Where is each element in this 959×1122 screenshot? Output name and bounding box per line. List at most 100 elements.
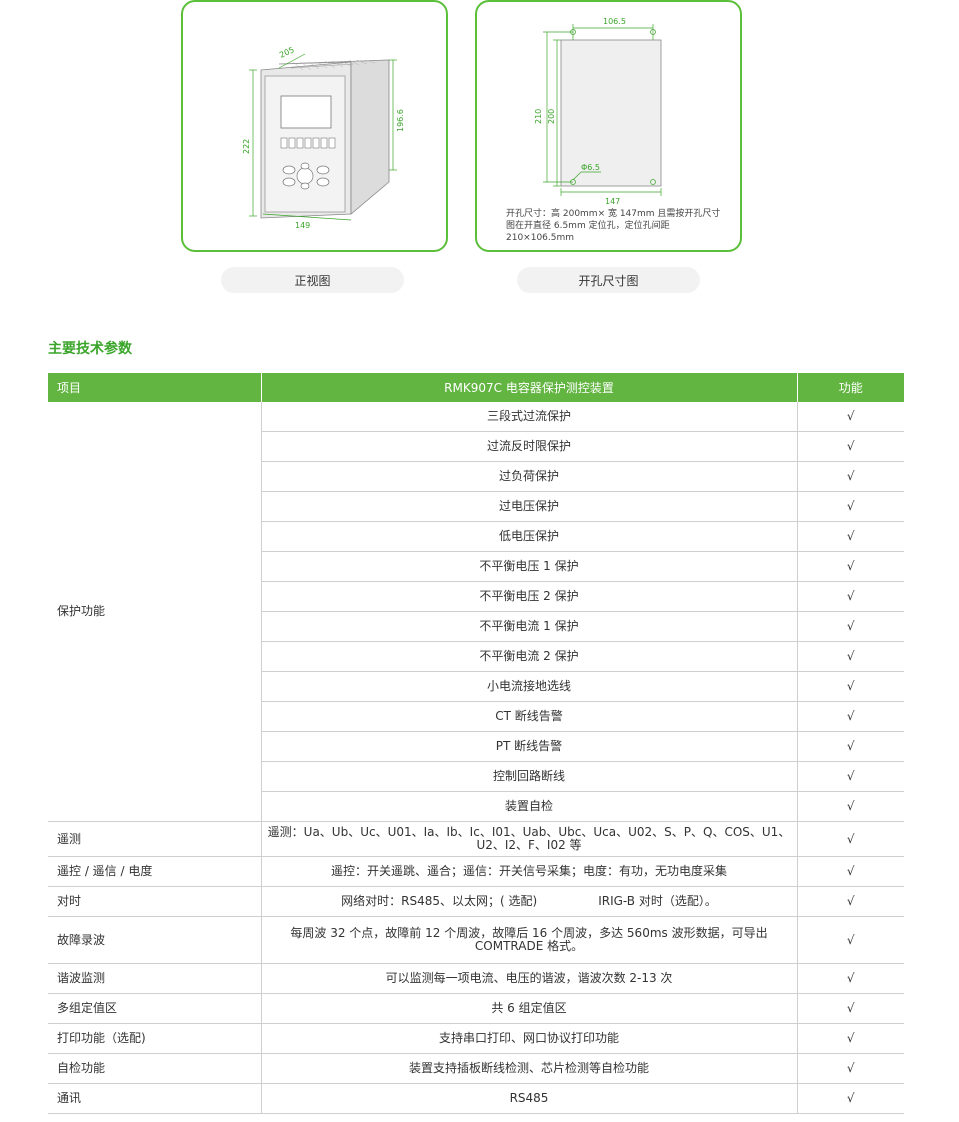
table-row: 故障录波 每周波 32 个点，故障前 12 个周波，故障后 16 个周波，多达 … [48,916,904,964]
table-header-row: 项目 RMK907C 电容器保护测控装置 功能 [48,373,904,402]
protection-item: 低电压保护 [261,521,798,552]
table-row: 装置自检√ [48,791,904,822]
table-row: 过电压保护√ [48,491,904,522]
check-mark: √ [797,856,904,887]
protection-item: 不平衡电压 1 保护 [261,551,798,582]
check-mark: √ [797,431,904,462]
table-row: 遥控 / 遥信 / 电度 遥控：开关遥跳、遥合；遥信：开关信号采集；电度：有功，… [48,856,904,887]
row-text: RS485 [261,1083,798,1114]
check-mark: √ [797,402,904,432]
row-label: 遥控 / 遥信 / 电度 [48,856,262,887]
check-mark: √ [797,701,904,732]
table-row: 不平衡电流 2 保护√ [48,641,904,672]
row-text: 共 6 组定值区 [261,993,798,1024]
check-mark: √ [797,521,904,552]
header-item: 项目 [48,373,262,402]
protection-item: 过电压保护 [261,491,798,522]
table-row: 不平衡电压 1 保护√ [48,551,904,582]
check-mark: √ [797,886,904,917]
protection-item: 不平衡电流 2 保护 [261,641,798,672]
row-label: 遥测 [48,821,262,857]
row-text: 每周波 32 个点，故障前 12 个周波，故障后 16 个周波，多达 560ms… [261,916,798,964]
row-text: 支持串口打印、网口协议打印功能 [261,1023,798,1054]
check-mark: √ [797,791,904,822]
check-mark: √ [797,551,904,582]
row-label: 故障录波 [48,916,262,964]
table-row: 通讯 RS485 √ [48,1083,904,1114]
cutout-view-card: 106.5 210 200 147 Φ6.5 开孔尺寸：高 200mm× 宽 1… [475,0,742,252]
check-mark: √ [797,461,904,492]
dim-depth: 205 [278,45,296,60]
protection-item: 过负荷保护 [261,461,798,492]
table-row: 低电压保护√ [48,521,904,552]
dim-outer-height: 210 [534,109,543,124]
header-function: 功能 [797,373,904,402]
table-row: 对时 网络对时：RS485、以太网；( 选配) IRIG-B 对时（选配）。 √ [48,886,904,917]
table-row: 多组定值区 共 6 组定值区 √ [48,993,904,1024]
row-text: 遥控：开关遥跳、遥合；遥信：开关信号采集；电度：有功，无功电度采集 [261,856,798,887]
table-row: 不平衡电压 2 保护√ [48,581,904,612]
table-row: 不平衡电流 1 保护√ [48,611,904,642]
dim-width: 149 [295,221,310,230]
check-mark: √ [797,581,904,612]
dim-height-side: 196.6 [396,109,405,132]
check-mark: √ [797,993,904,1024]
check-mark: √ [797,1083,904,1114]
protection-item: 不平衡电流 1 保护 [261,611,798,642]
row-label: 通讯 [48,1083,262,1114]
check-mark: √ [797,641,904,672]
check-mark: √ [797,731,904,762]
dim-top-width: 106.5 [603,17,626,26]
protection-item: 装置自检 [261,791,798,822]
dim-bottom-width: 147 [605,197,620,206]
row-label: 打印功能（选配) [48,1023,262,1054]
cutout-drawing: 106.5 210 200 147 Φ6.5 [534,17,662,206]
front-view-drawing: 205 222 196.6 149 [242,45,405,230]
front-view-caption: 正视图 [221,267,404,293]
check-mark: √ [797,611,904,642]
row-label: 对时 [48,886,262,917]
table-row: 控制回路断线√ [48,761,904,792]
row-label: 自检功能 [48,1053,262,1084]
table-row: 自检功能 装置支持插板断线检测、芯片检测等自检功能 √ [48,1053,904,1084]
cutout-view-caption: 开孔尺寸图 [517,267,700,293]
row-text: 可以监测每一项电流、电压的谐波，谐波次数 2-13 次 [261,963,798,994]
table-row: 小电流接地选线√ [48,671,904,702]
row-label: 多组定值区 [48,993,262,1024]
check-mark: √ [797,491,904,522]
check-mark: √ [797,671,904,702]
table-row: 打印功能（选配) 支持串口打印、网口协议打印功能 √ [48,1023,904,1054]
table-row: 过负荷保护√ [48,461,904,492]
row-text: 装置支持插板断线检测、芯片检测等自检功能 [261,1053,798,1084]
row-text: 网络对时：RS485、以太网；( 选配) IRIG-B 对时（选配）。 [261,886,798,917]
protection-category: 保护功能 [48,402,262,822]
row-text: 遥测：Ua、Ub、Uc、U01、Ia、Ib、Ic、I01、Uab、Ubc、Uca… [261,821,798,857]
dim-inner-height: 200 [547,109,556,124]
check-mark: √ [797,821,904,857]
protection-item: 控制回路断线 [261,761,798,792]
protection-item: 过流反时限保护 [261,431,798,462]
table-row: 谐波监测 可以监测每一项电流、电压的谐波，谐波次数 2-13 次 √ [48,963,904,994]
front-view-card: 205 222 196.6 149 [181,0,448,252]
check-mark: √ [797,761,904,792]
section-title: 主要技术参数 [48,341,132,357]
table-row: 过流反时限保护√ [48,431,904,462]
check-mark: √ [797,1053,904,1084]
table-row: 保护功能 三段式过流保护 √ [48,402,904,822]
table-row: CT 断线告警√ [48,701,904,732]
protection-item: 不平衡电压 2 保护 [261,581,798,612]
cutout-note: 开孔尺寸：高 200mm× 宽 147mm 且需按开孔尺寸图在开直径 6.5mm… [506,209,721,243]
protection-item: CT 断线告警 [261,701,798,732]
check-mark: √ [797,963,904,994]
table-row: PT 断线告警√ [48,731,904,762]
protection-item: PT 断线告警 [261,731,798,762]
protection-item: 三段式过流保护 [261,402,798,432]
dim-hole: Φ6.5 [581,163,600,172]
spec-table: 项目 RMK907C 电容器保护测控装置 功能 保护功能 三段式过流保护 √ 过… [48,373,904,1114]
protection-item: 小电流接地选线 [261,671,798,702]
row-label: 谐波监测 [48,963,262,994]
check-mark: √ [797,1023,904,1054]
table-row: 遥测 遥测：Ua、Ub、Uc、U01、Ia、Ib、Ic、I01、Uab、Ubc、… [48,821,904,857]
header-product: RMK907C 电容器保护测控装置 [261,373,798,402]
dim-height-front: 222 [242,139,251,154]
